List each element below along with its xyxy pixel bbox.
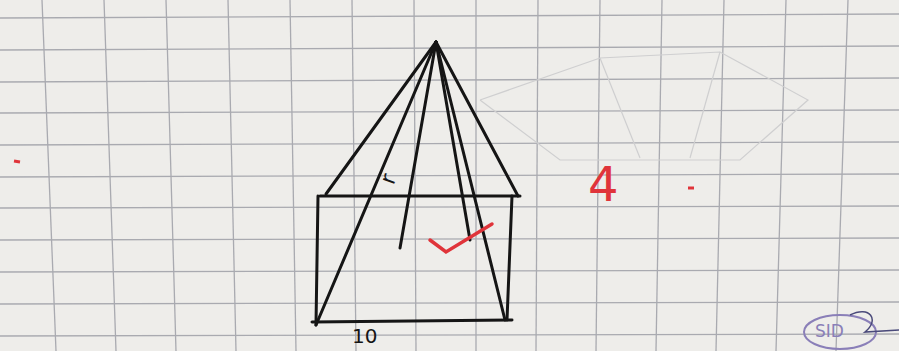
grade-mark: 4: [588, 160, 619, 208]
pyramid-drawing: [312, 42, 520, 325]
ghost-pyramid: [480, 52, 808, 160]
red-tick: [688, 187, 694, 190]
check-mark: [430, 224, 492, 252]
stamp-text: SID: [815, 323, 844, 340]
red-tick: [14, 161, 20, 162]
signature: [850, 312, 899, 332]
dimension-label: 10: [352, 326, 377, 346]
